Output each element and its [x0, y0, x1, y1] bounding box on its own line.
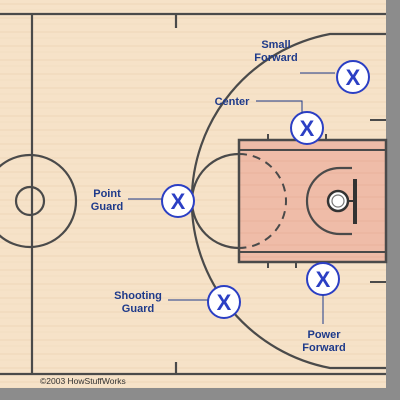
center-circle — [0, 153, 78, 249]
center-inner-circle — [14, 185, 46, 217]
marker-x: X — [171, 189, 186, 214]
free-throw-circle-dashed — [238, 153, 287, 249]
shooting-guard-marker: X — [207, 285, 241, 319]
point-guard-label-1: Point — [93, 188, 121, 200]
power-forward-label-1: Power — [307, 329, 341, 341]
power-forward-label-2: Forward — [302, 342, 345, 354]
center-marker: X — [290, 111, 324, 145]
shooting-guard-label-1: Shooting — [114, 290, 162, 302]
small-forward-label-1: Small — [261, 39, 290, 51]
small-forward-label-2: Forward — [254, 52, 297, 64]
power-forward-marker: X — [306, 262, 340, 296]
marker-x: X — [316, 267, 331, 292]
small-forward-marker: X — [336, 60, 370, 94]
rim — [326, 189, 350, 213]
marker-x: X — [300, 116, 315, 141]
net — [331, 194, 345, 208]
center-leader — [256, 100, 303, 113]
point-guard-label-2: Guard — [91, 201, 123, 213]
copyright-text: ©2003 HowStuffWorks — [40, 376, 126, 386]
center-label: Center — [215, 96, 251, 108]
restricted-area-arc — [305, 166, 352, 236]
marker-x: X — [217, 290, 232, 315]
lane-fill — [239, 140, 386, 262]
shooting-guard-label-2: Guard — [122, 303, 154, 315]
point-guard-marker: X — [161, 184, 195, 218]
marker-x: X — [346, 65, 361, 90]
